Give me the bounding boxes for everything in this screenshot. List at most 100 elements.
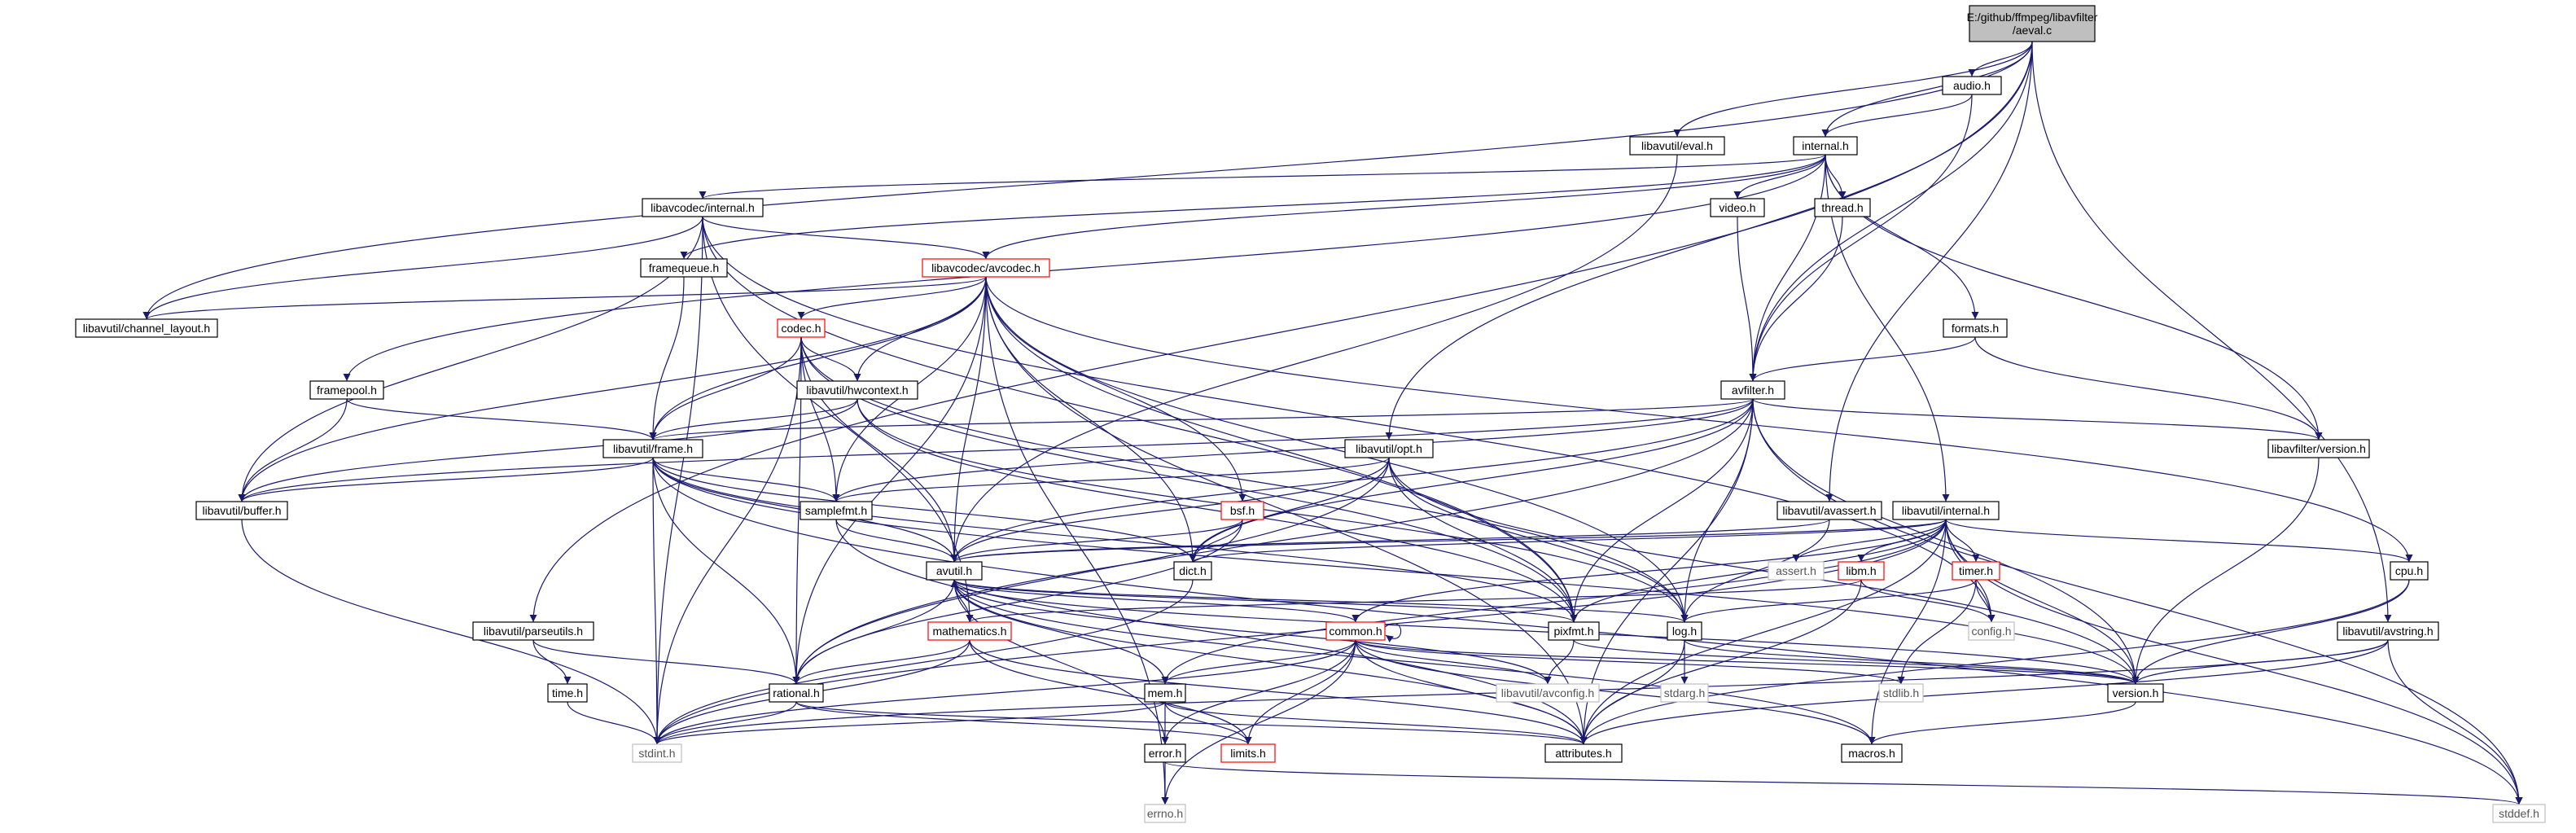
node-mem[interactable]: mem.h (1144, 683, 1186, 703)
node-frame-box (602, 439, 703, 458)
node-avconfig[interactable]: libavutil/avconfig.h (1496, 683, 1600, 703)
node-attributes[interactable]: attributes.h (1544, 743, 1623, 763)
node-eval[interactable]: libavutil/eval.h (1629, 136, 1725, 156)
node-stdlib-box (1878, 683, 1924, 703)
node-stdlib[interactable]: stdlib.h (1878, 683, 1924, 703)
node-log[interactable]: log.h (1667, 621, 1702, 641)
edge-avutil-to-common (953, 579, 1360, 623)
node-stdarg[interactable]: stdarg.h (1660, 683, 1709, 703)
edge-frame-to-rational (652, 457, 800, 685)
node-avstring[interactable]: libavutil/avstring.h (2337, 621, 2439, 641)
node-mathematics-box (927, 621, 1012, 641)
node-errno-label: errno.h (1147, 807, 1183, 820)
node-rational[interactable]: rational.h (769, 683, 824, 703)
node-version[interactable]: version.h (2107, 683, 2164, 703)
node-stddef[interactable]: stddef.h (2492, 804, 2546, 823)
edge-util_internal-to-pixfmt (1570, 519, 1947, 623)
node-macros-box (1841, 743, 1903, 763)
edge-codec-to-stdint (653, 336, 802, 745)
node-mathematics[interactable]: mathematics.h (927, 621, 1012, 641)
node-common[interactable]: common.h (1325, 621, 1386, 641)
node-aeval-label: E:/github/ffmpeg/libavfilter (1967, 11, 2098, 24)
edge-util_internal-to-cpu (1945, 519, 2413, 563)
edge-common-to-version (1355, 639, 2140, 685)
node-codec_internal[interactable]: libavcodec/internal.h (642, 198, 764, 217)
edge-codec-to-avutil (800, 336, 958, 563)
edge-mathematics-to-attributes (969, 639, 1588, 745)
node-avassert[interactable]: libavutil/avassert.h (1776, 501, 1882, 520)
node-internal-box (1793, 136, 1858, 156)
edge-avcodec-to-codec (797, 276, 987, 320)
edge-internal-to-formats (1825, 154, 1979, 320)
edge-avfilter-to-filter_version (1752, 398, 2323, 441)
edge-avcodec-to-log (985, 276, 1689, 623)
node-time[interactable]: time.h (547, 683, 588, 703)
edge-libm-to-config (1860, 579, 1996, 623)
node-channel_layout[interactable]: libavutil/channel_layout.h (75, 318, 218, 338)
edge-opt-to-log (1388, 457, 1689, 623)
node-bsf[interactable]: bsf.h (1220, 501, 1264, 520)
node-framepool[interactable]: framepool.h (309, 380, 384, 400)
edge-avcodec-to-bsf (985, 276, 1246, 502)
edge-dict-to-stdint (653, 579, 1194, 745)
node-avcodec[interactable]: libavcodec/avcodec.h (922, 258, 1050, 278)
node-dict[interactable]: dict.h (1173, 561, 1212, 581)
edge-audio-to-avfilter (1749, 94, 1973, 382)
node-util_internal-box (1892, 501, 2000, 520)
node-hwcontext[interactable]: libavutil/hwcontext.h (796, 380, 918, 400)
edge-avutil-to-rational (792, 579, 955, 685)
node-assert[interactable]: assert.h (1768, 561, 1825, 581)
edge-mathematics-to-rational (792, 639, 970, 685)
edge-codec-to-hwcontext (800, 336, 861, 382)
edge-avcodec-to-attributes (985, 276, 1588, 745)
node-internal-label: internal.h (1802, 139, 1849, 152)
node-macros[interactable]: macros.h (1841, 743, 1903, 763)
node-libm[interactable]: libm.h (1838, 561, 1885, 581)
node-cpu-box (2390, 561, 2429, 581)
edge-util_internal-to-dict (1189, 519, 1947, 563)
node-internal[interactable]: internal.h (1793, 136, 1858, 156)
edge-formats-to-filter_version (1974, 336, 2323, 441)
edge-avfilter-to-attributes (1579, 398, 1754, 745)
node-codec[interactable]: codec.h (777, 318, 826, 338)
node-buffer[interactable]: libavutil/buffer.h (195, 501, 288, 520)
edge-internal-to-filter_version (1825, 154, 2323, 441)
node-formats[interactable]: formats.h (1943, 318, 2008, 338)
node-stdint[interactable]: stdint.h (632, 743, 682, 763)
node-util_internal[interactable]: libavutil/internal.h (1892, 501, 2000, 520)
node-aeval[interactable]: E:/github/ffmpeg/libavfilter/aeval.c (1967, 5, 2098, 42)
node-error[interactable]: error.h (1144, 743, 1186, 763)
node-framequeue-label: framequeue.h (649, 261, 719, 274)
node-frame[interactable]: libavutil/frame.h (602, 439, 703, 458)
edge-util_internal-to-macros (1868, 519, 1947, 745)
node-samplefmt[interactable]: samplefmt.h (800, 501, 873, 520)
node-mathematics-label: mathematics.h (932, 625, 1006, 638)
edge-codec_internal-to-buffer (238, 216, 703, 502)
node-pixfmt[interactable]: pixfmt.h (1548, 621, 1600, 641)
node-mem-label: mem.h (1148, 686, 1183, 699)
edge-internal-to-avfilter (1749, 154, 1826, 382)
node-audio[interactable]: audio.h (1942, 76, 2002, 95)
node-config[interactable]: config.h (1968, 621, 2015, 641)
node-cpu[interactable]: cpu.h (2390, 561, 2429, 581)
node-parseutils[interactable]: libavutil/parseutils.h (472, 621, 594, 641)
node-filter_version[interactable]: libavfilter/version.h (2267, 439, 2370, 458)
node-avutil[interactable]: avutil.h (926, 561, 983, 581)
node-bsf-label: bsf.h (1230, 504, 1255, 517)
edge-aeval-to-avstring (2031, 41, 2392, 623)
node-avassert-label: libavutil/avassert.h (1782, 504, 1876, 517)
edge-avutil-to-version (953, 579, 2140, 685)
node-thread[interactable]: thread.h (1814, 198, 1871, 217)
edge-avcodec-to-buffer (238, 276, 987, 502)
node-limits[interactable]: limits.h (1220, 743, 1276, 763)
node-video[interactable]: video.h (1710, 198, 1765, 217)
node-timer[interactable]: timer.h (1952, 561, 2000, 581)
node-config-box (1968, 621, 2015, 641)
edge-rational-to-attributes (795, 701, 1588, 745)
node-version-box (2107, 683, 2164, 703)
edge-framepool-to-buffer (238, 398, 348, 502)
node-avfilter[interactable]: avfilter.h (1720, 380, 1785, 400)
node-framequeue[interactable]: framequeue.h (640, 258, 728, 278)
node-opt[interactable]: libavutil/opt.h (1344, 439, 1434, 458)
node-errno[interactable]: errno.h (1144, 804, 1186, 823)
